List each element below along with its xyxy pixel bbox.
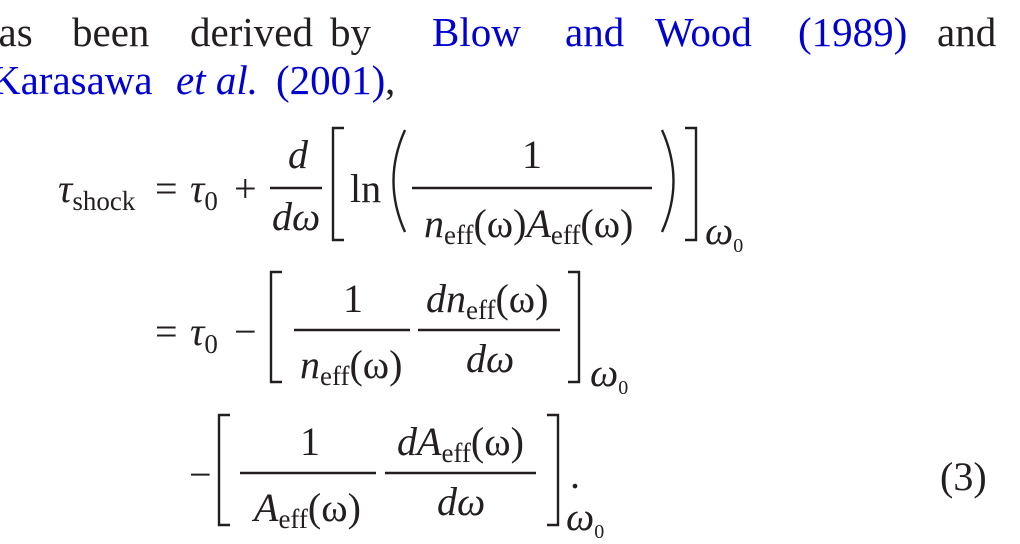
numerator-one: 1 [522, 132, 542, 177]
comma: , [385, 57, 395, 103]
denominator-n-A: neff(ω)Aeff(ω) [424, 201, 633, 250]
tau-symbol: τ [190, 309, 206, 354]
paragraph-line-1: has been derived by Blow and Wood (1989)… [0, 9, 996, 55]
subscript-zero: 0 [618, 377, 628, 399]
A-symbol: A [523, 201, 551, 246]
A-symbol: A [251, 485, 279, 530]
minus-sign: − [234, 309, 257, 354]
omega-arg: (ω) [580, 201, 633, 246]
subscript-eff: eff [444, 220, 473, 250]
word: derived [190, 9, 313, 55]
subscript-omega-zero: ω0 [566, 494, 604, 543]
omega-arg: (ω) [495, 276, 548, 321]
numerator-one: 1 [300, 419, 320, 464]
denominator-A: Aeff(ω) [251, 485, 361, 534]
subscript-eff: eff [466, 295, 495, 325]
left-paren [392, 129, 407, 233]
subscript-zero: 0 [204, 329, 218, 359]
tau-zero: τ0 [190, 309, 218, 359]
citation-blow-wood-year[interactable]: (1989) [798, 9, 907, 55]
citation-karasawa-etal[interactable]: et al. [176, 57, 258, 103]
tau-shock: τshock [58, 166, 136, 216]
subscript-omega-zero: ω0 [705, 208, 743, 257]
equation-row-2: = τ0 − 1 neff(ω) dneff(ω) dω ω0 [155, 270, 628, 399]
tau-symbol: τ [58, 166, 74, 211]
subscript-zero: 0 [204, 186, 218, 216]
left-bracket [331, 126, 344, 242]
subscript-eff: eff [320, 361, 349, 391]
omega-arg: (ω) [473, 201, 526, 246]
paragraph-line-2: Karasawa et al. (2001) , [0, 57, 395, 103]
right-bracket [568, 270, 581, 384]
equation-number: (3) [940, 454, 987, 499]
period: . [570, 452, 580, 497]
numerator-dA: dAeff(ω) [397, 419, 524, 468]
denominator-domega: dω [437, 479, 485, 524]
equation-row-3: − 1 Aeff(ω) dAeff(ω) dω ω0 . (3) [189, 413, 987, 543]
numerator-d: d [288, 132, 309, 177]
dA-symbol: dA [397, 419, 442, 464]
right-bracket [547, 413, 560, 527]
denominator-n: neff(ω) [300, 342, 402, 391]
right-paren [660, 129, 675, 233]
citation-blow-wood[interactable]: and [565, 9, 624, 55]
subscript-zero: 0 [594, 521, 604, 543]
denominator-domega: dω [272, 194, 320, 239]
omega-arg: (ω) [308, 485, 361, 530]
subscript-zero: 0 [733, 235, 743, 257]
subscript-shock: shock [72, 186, 135, 216]
word: by [330, 9, 372, 55]
citation-karasawa-year[interactable]: (2001) [276, 57, 385, 103]
left-bracket [217, 413, 230, 527]
subscript-omega: ω [705, 208, 733, 253]
subscript-eff: eff [278, 504, 307, 534]
citation-blow-wood[interactable]: Wood [655, 9, 752, 55]
equation-row-1: τshock = τ0 + d dω ln 1 neff(ω)Aeff(ω) ω… [58, 126, 743, 257]
equals-sign: = [155, 166, 178, 211]
right-bracket [685, 126, 698, 242]
word: has [0, 9, 33, 55]
dn-symbol: dn [426, 276, 466, 321]
plus-sign: + [234, 166, 257, 211]
minus-sign: − [189, 452, 212, 497]
tau-zero: τ0 [190, 166, 218, 216]
subscript-eff: eff [441, 438, 470, 468]
omega-arg: (ω) [349, 342, 402, 387]
subscript-omega: ω [590, 350, 618, 395]
subscript-eff: eff [551, 220, 580, 250]
subscript-omega-zero: ω0 [590, 350, 628, 399]
n-symbol: n [300, 342, 320, 387]
omega-arg: (ω) [471, 419, 524, 464]
word: and [937, 9, 996, 55]
subscript-omega: ω [566, 494, 594, 539]
ln-function: ln [350, 166, 381, 211]
citation-karasawa[interactable]: Karasawa [0, 57, 153, 103]
n-symbol: n [424, 201, 444, 246]
tau-symbol: τ [190, 166, 206, 211]
numerator-dn: dneff(ω) [426, 276, 548, 325]
denominator-domega: dω [466, 336, 514, 381]
equals-sign: = [155, 309, 178, 354]
citation-blow-wood[interactable]: Blow [432, 9, 521, 55]
word: been [72, 9, 149, 55]
numerator-one: 1 [343, 276, 363, 321]
left-bracket [269, 270, 282, 384]
